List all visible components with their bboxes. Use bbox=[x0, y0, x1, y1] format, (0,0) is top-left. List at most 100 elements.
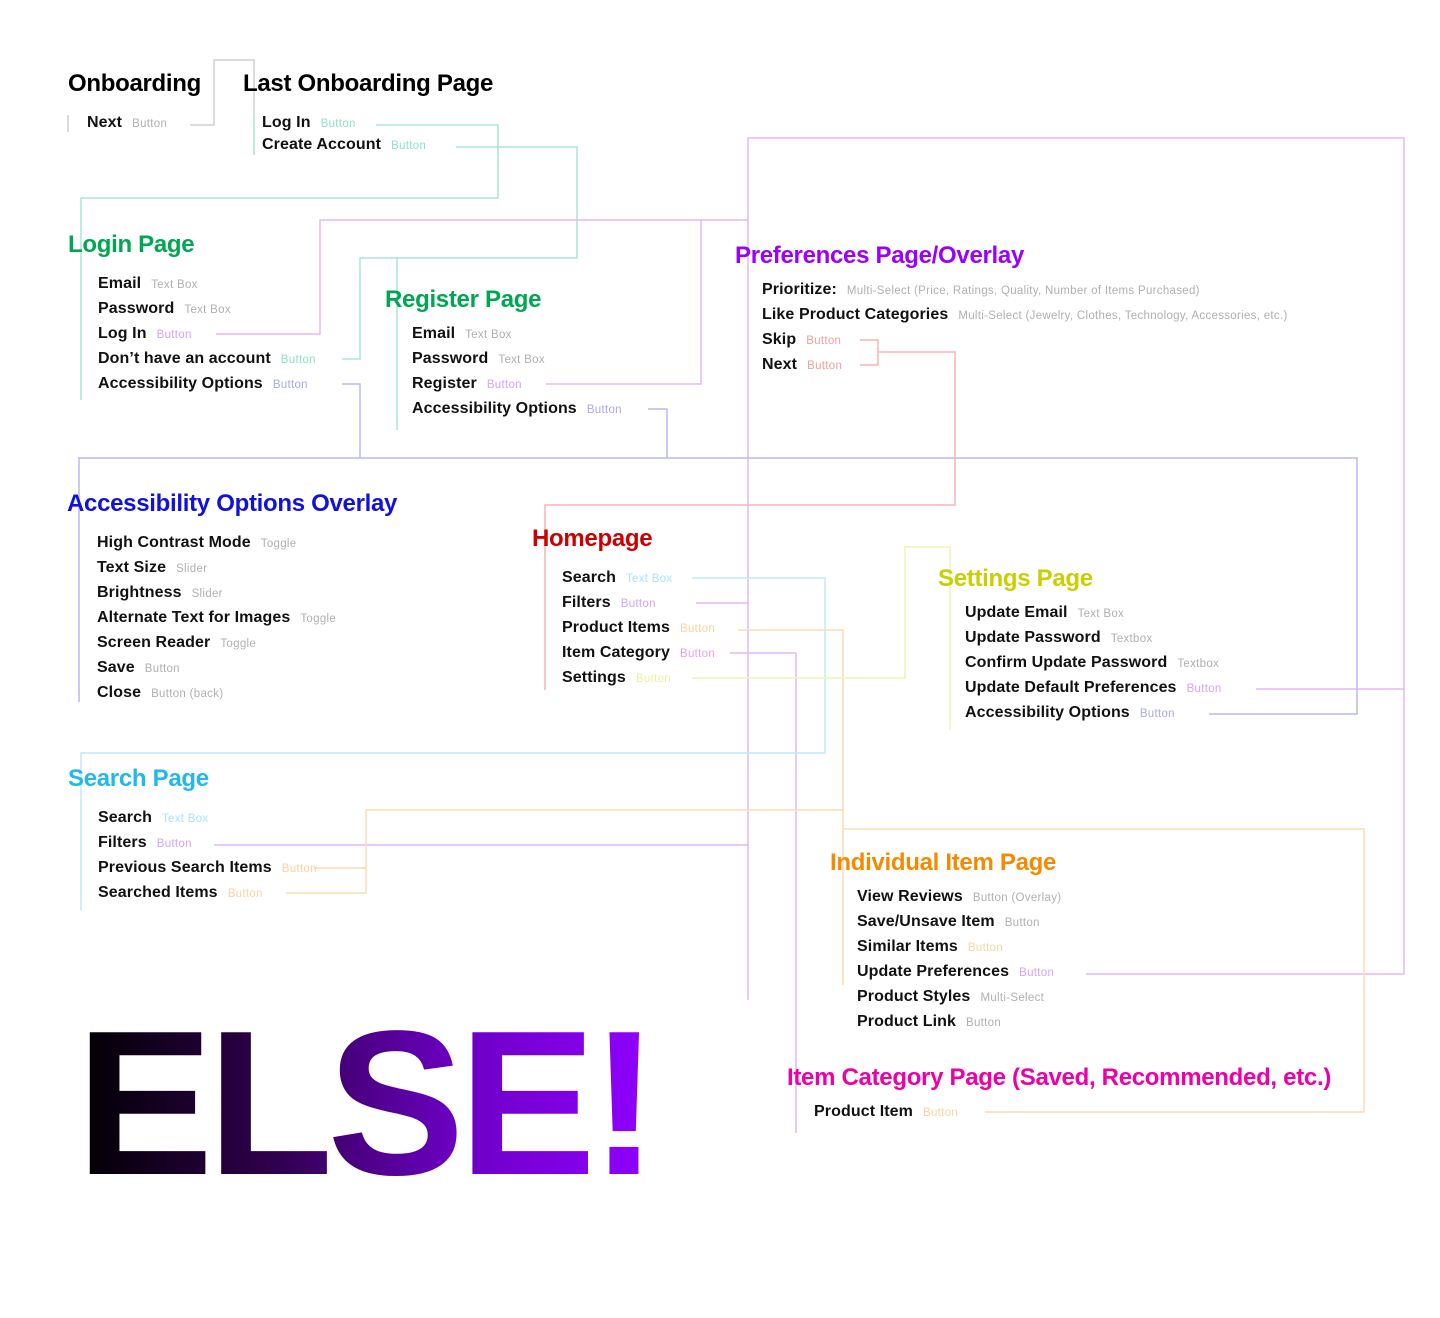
item-label: Skip bbox=[762, 331, 797, 348]
preferences-prioritize-row[interactable]: Prioritize:Multi-Select (Price, Ratings,… bbox=[762, 281, 1200, 299]
item-label: Filters bbox=[562, 594, 611, 611]
settings-confirm-password-row[interactable]: Confirm Update Password Textbox bbox=[965, 654, 1219, 672]
search-search-row[interactable]: Search Text Box bbox=[98, 809, 208, 827]
login-email-row[interactable]: Email Text Box bbox=[98, 275, 198, 293]
item-save-row[interactable]: Save/Unsave Item Button bbox=[857, 913, 1040, 931]
item-type: Toggle bbox=[300, 613, 337, 625]
item-label: Next bbox=[87, 114, 123, 131]
onboarding-title: Onboarding bbox=[68, 70, 201, 97]
register-title: Register Page bbox=[385, 286, 542, 313]
item-label: Update Password bbox=[965, 629, 1101, 646]
onboarding-next-row[interactable]: Next Button bbox=[87, 114, 167, 132]
item-label: Accessibility Options bbox=[965, 704, 1130, 721]
item-type: Button bbox=[132, 118, 168, 130]
item-type: Text Box bbox=[625, 573, 673, 585]
settings-email-row[interactable]: Update Email Text Box bbox=[965, 604, 1124, 622]
item-label: Don’t have an account bbox=[98, 350, 271, 367]
item-label: Confirm Update Password bbox=[965, 654, 1168, 671]
item-type: Button bbox=[1004, 917, 1040, 929]
item-label: Prioritize: bbox=[762, 281, 837, 298]
item-type: Button bbox=[620, 598, 656, 610]
item-type: Button bbox=[1186, 683, 1222, 695]
connector-search bbox=[80, 577, 826, 910]
item-type: Textbox bbox=[1177, 658, 1220, 670]
item-label: Like Product Categories bbox=[762, 306, 949, 323]
item-label: Update Email bbox=[965, 604, 1068, 621]
item-label: Text Size bbox=[97, 559, 167, 576]
item-type: Button bbox=[486, 379, 522, 391]
connector-last-onboarding bbox=[80, 115, 578, 430]
item-label: Email bbox=[412, 325, 456, 342]
item-label: Save/Unsave Item bbox=[857, 913, 995, 930]
item-type: Text Box bbox=[151, 279, 198, 291]
item-type: Button bbox=[635, 673, 671, 685]
item-type: Button bbox=[807, 360, 843, 372]
settings-title: Settings Page bbox=[938, 565, 1093, 592]
item-label: Log In bbox=[262, 114, 311, 131]
item-type: Button bbox=[391, 140, 427, 152]
item-type: Multi-Select bbox=[980, 992, 1045, 1004]
item-label: Log In bbox=[98, 325, 147, 342]
item-label: Product Styles bbox=[857, 988, 971, 1005]
item-type: Button bbox=[967, 942, 1003, 954]
item-label: Email bbox=[98, 275, 142, 292]
accessibility-title: Accessibility Options Overlay bbox=[67, 490, 398, 517]
item-type: Text Box bbox=[1077, 608, 1125, 620]
connector-homepage bbox=[544, 339, 956, 690]
homepage-settings-row[interactable]: Settings Button bbox=[562, 669, 671, 687]
preferences-title: Preferences Page/Overlay bbox=[735, 242, 1024, 269]
homepage-filters-row[interactable]: Filters Button bbox=[562, 594, 656, 612]
item-styles-row[interactable]: Product Styles Multi-Select bbox=[857, 988, 1044, 1006]
item-label: View Reviews bbox=[857, 888, 963, 905]
else-logo: ELSE! bbox=[76, 988, 659, 1218]
item-label: Settings bbox=[562, 669, 626, 686]
item-type: Button bbox=[1019, 967, 1055, 979]
item-label: Previous Search Items bbox=[98, 859, 272, 876]
item-type: Text Box bbox=[184, 304, 231, 316]
connector-preferences bbox=[214, 137, 1405, 1133]
item-label: Close bbox=[97, 684, 142, 701]
item-type: Toggle bbox=[220, 638, 257, 650]
item-label: Item Category bbox=[562, 644, 670, 661]
individual-item-title: Individual Item Page bbox=[830, 849, 1057, 876]
item-type: Text Box bbox=[161, 813, 209, 825]
item-type: Slider bbox=[191, 588, 223, 600]
connector-onboarding-next bbox=[67, 59, 255, 132]
item-label: Search bbox=[98, 809, 152, 826]
